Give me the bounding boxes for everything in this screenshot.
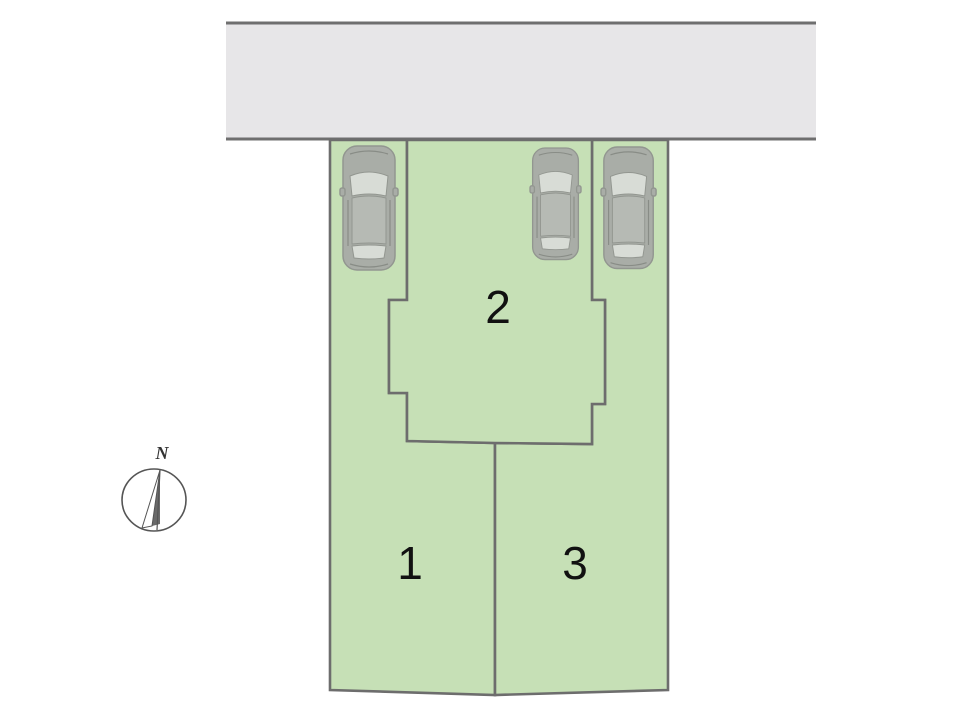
north-letter: N — [155, 443, 170, 463]
car-icon — [529, 147, 582, 261]
parking-space-lot-3 — [600, 146, 657, 270]
road-surface — [226, 23, 816, 139]
road — [226, 21, 816, 141]
lot-3-label: 3 — [562, 537, 588, 589]
compass-ring — [121, 468, 187, 532]
lot-1-label: 1 — [397, 537, 423, 589]
compass-needle-shade — [141, 469, 161, 529]
parking-space-lot-2 — [529, 147, 582, 261]
parking-space-lot-1 — [339, 145, 399, 271]
north-arrow-icon: N — [121, 443, 187, 532]
lot-2-label: 2 — [485, 281, 511, 333]
compass-stem — [156, 469, 161, 531]
car-icon — [600, 146, 657, 270]
car-icon — [339, 145, 399, 271]
